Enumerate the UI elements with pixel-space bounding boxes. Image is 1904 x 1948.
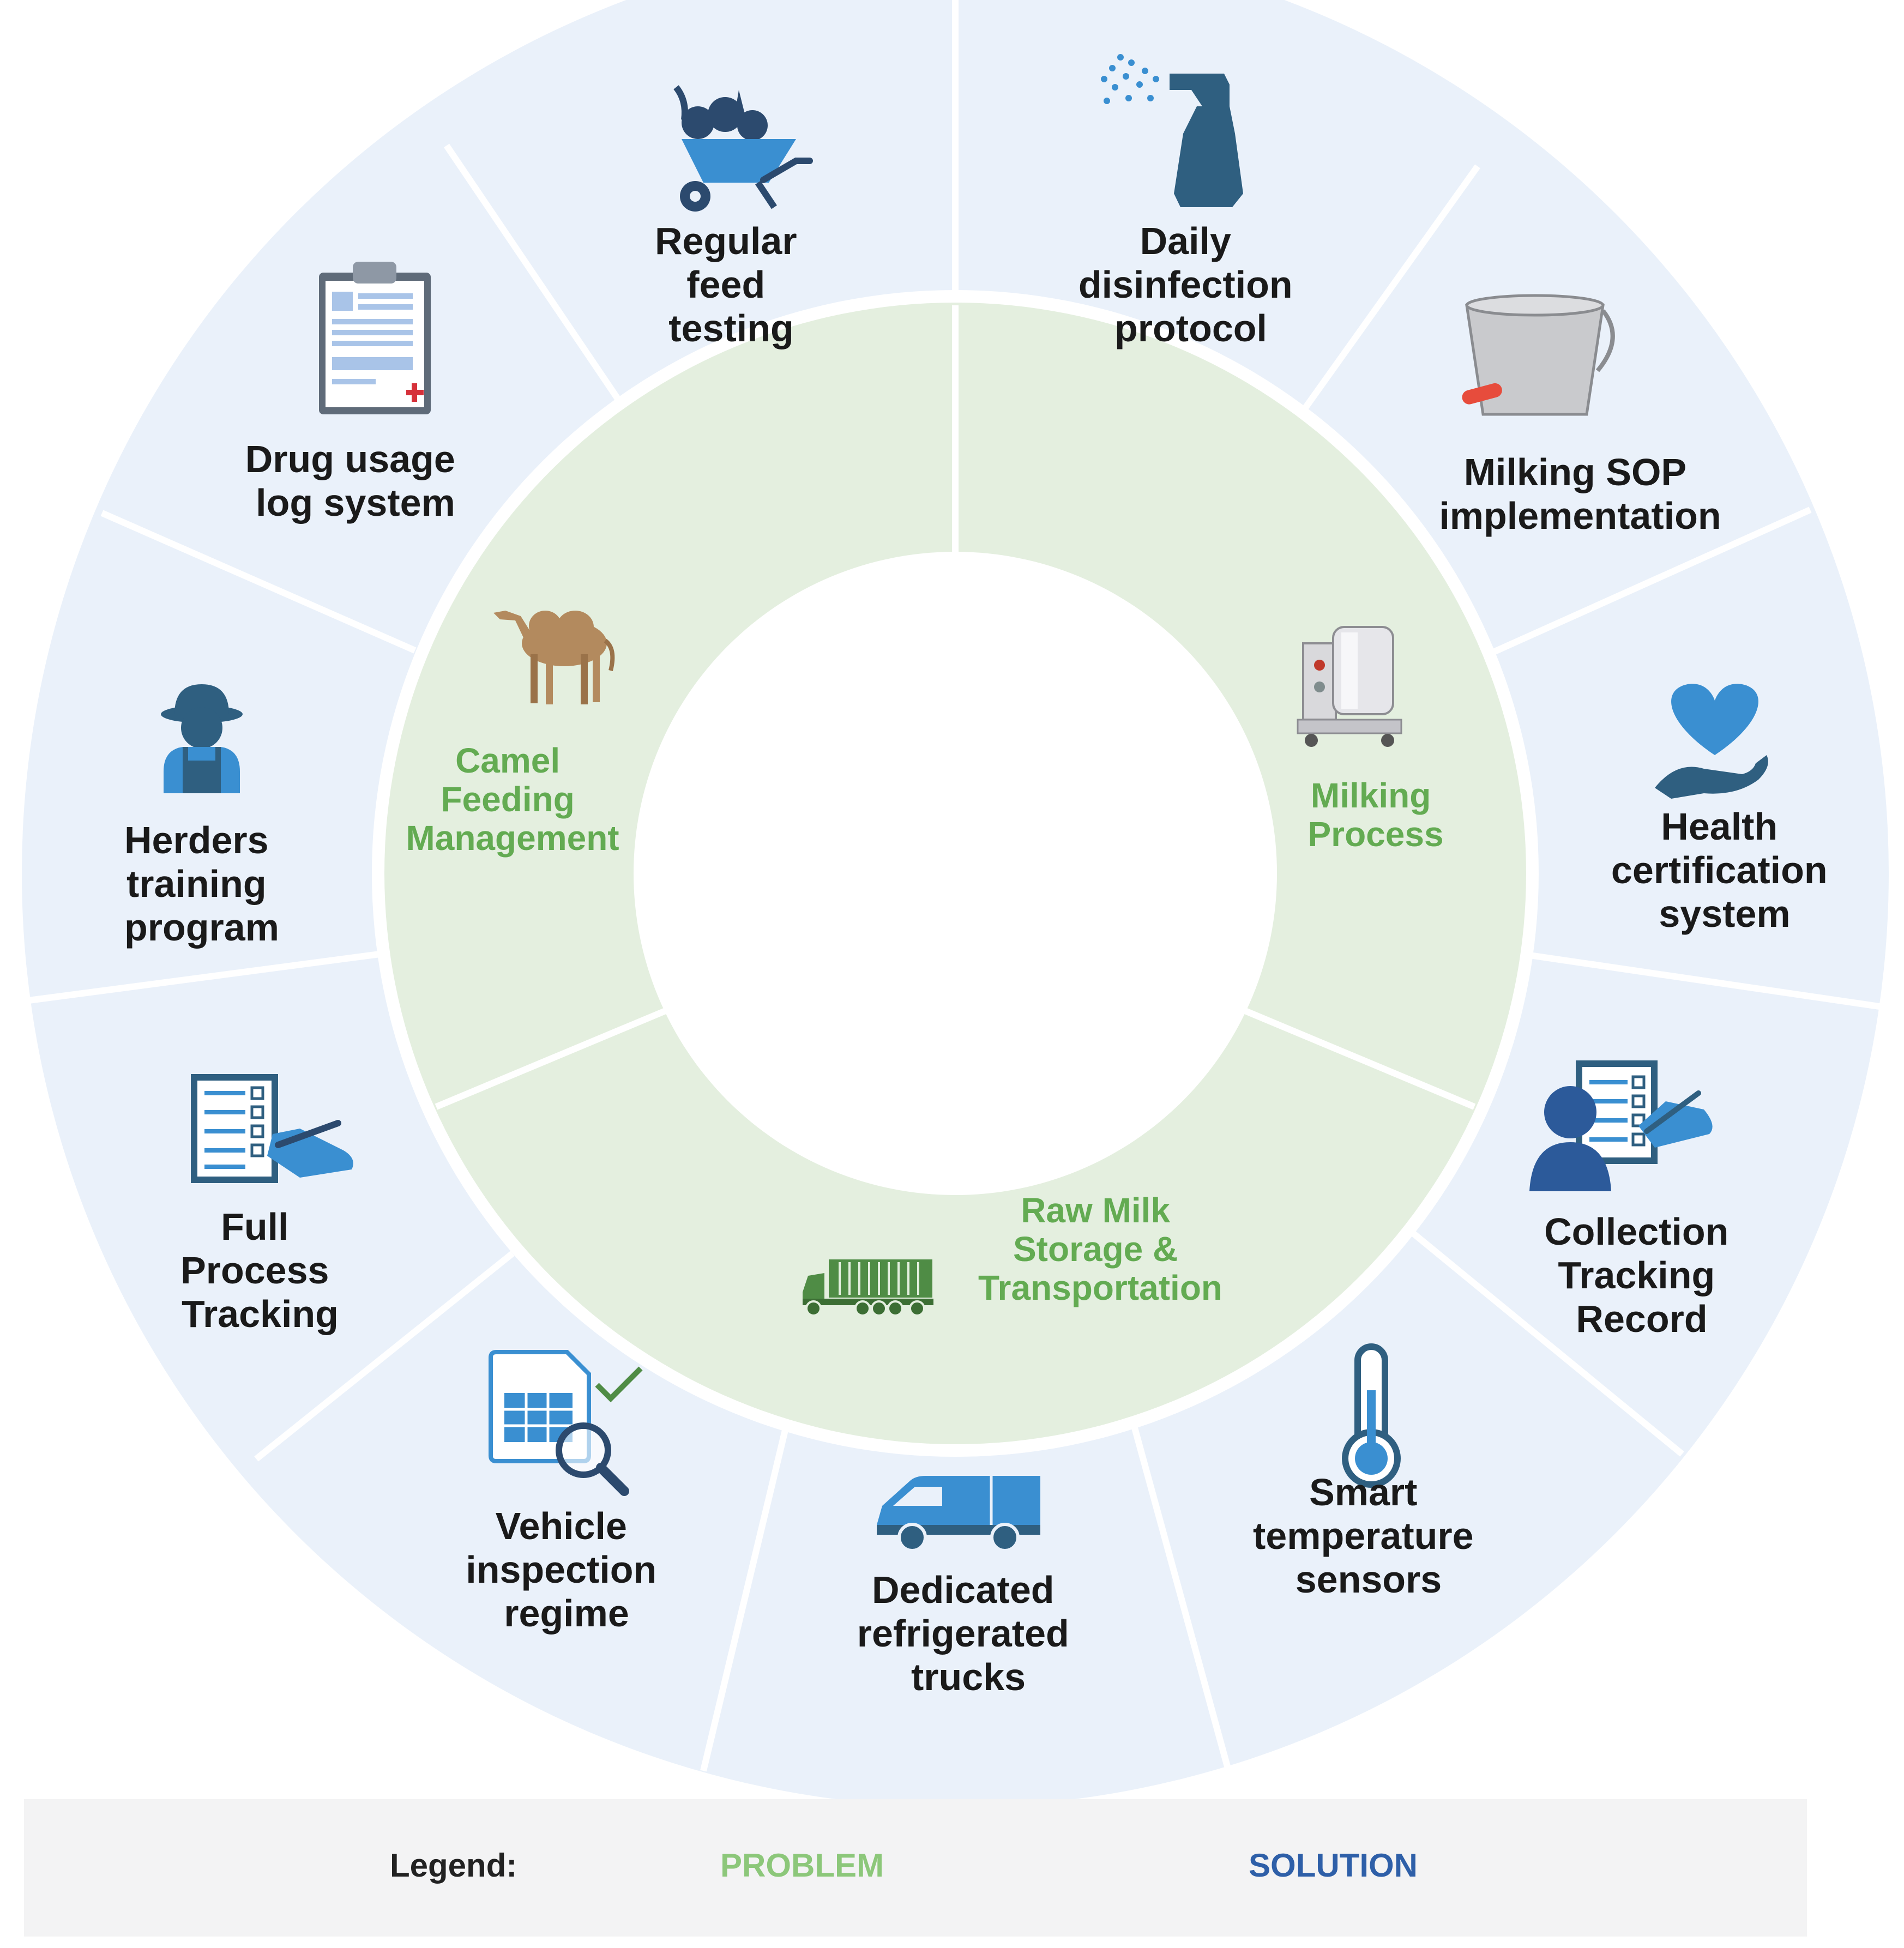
solution-label-collection-tracking: Collection Tracking Record [1544,1210,1739,1340]
solution-label-health-cert: Health certification system [1611,805,1838,935]
center-hole [634,552,1277,1195]
farmer-icon [161,684,243,793]
clipboard-icon [319,262,431,414]
solution-dividers [24,0,1891,1772]
container-truck-icon [803,1259,933,1317]
solution-label-feed-testing: Regular feed testing [655,220,808,349]
legend: Legend: PROBLEM SOLUTION [24,1799,1807,1937]
solution-label-process-tracking: Full Process Tracking [180,1205,340,1335]
milk-bucket-icon [1462,294,1615,416]
van-icon [877,1476,1040,1552]
spray-bottle-icon [1101,54,1243,207]
thermometer-icon [1342,1343,1401,1488]
milking-machine-icon [1297,626,1402,747]
problem-label-milking: Milking Process [1308,776,1443,854]
legend-solution: SOLUTION [1249,1847,1418,1884]
problem-label-storage: Raw Milk Storage & Transportation [978,1191,1222,1307]
problem-label-feeding: Camel Feeding Management [406,741,619,858]
legend-box [24,1799,1807,1937]
wheelbarrow-icon [673,85,813,212]
problem-dividers [435,305,1476,1110]
person-checklist-icon [1529,1060,1713,1191]
solution-label-disinfection: Daily disinfection protocol [1078,220,1303,349]
camel-icon [493,611,615,704]
solution-label-drug-log: Drug usage log system [245,438,466,524]
solution-label-temp-sensors: Smart temperature sensors [1253,1471,1484,1601]
solution-label-refrigerated-trucks: Dedicated refrigerated trucks [857,1569,1080,1698]
legend-title: Legend: [390,1847,517,1884]
solution-label-herders-training: Herders training program [124,819,279,949]
legend-problem: PROBLEM [720,1847,884,1884]
solution-label-milking-sop: Milking SOP implementation [1439,451,1721,537]
spreadsheet-magnifier-icon [489,1350,643,1496]
heart-hand-icon [1655,684,1768,799]
checklist-pen-icon [191,1074,353,1183]
solution-label-vehicle-inspection: Vehicle inspection regime [466,1505,667,1635]
